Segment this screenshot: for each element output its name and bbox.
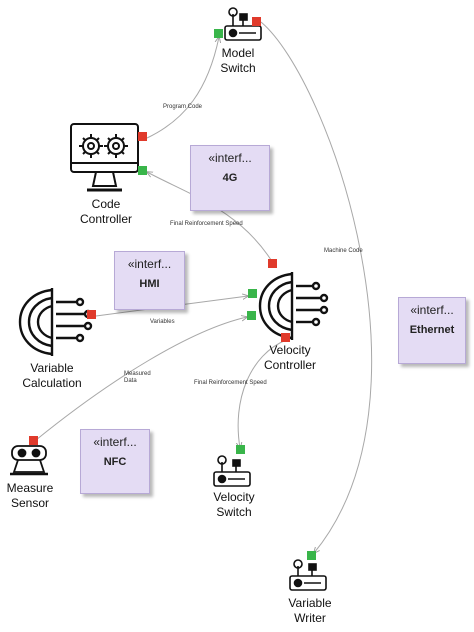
variable-calculation-label: Variable Calculation xyxy=(12,361,92,391)
velocity-controller-icon xyxy=(258,272,329,340)
edge-program-code[interactable] xyxy=(146,37,219,139)
edge-label-final-reinforcement-speed-1: Final Reinforcement Speed xyxy=(170,221,243,227)
interface-hmi-stereotype: «interf... xyxy=(127,257,172,271)
velocity-switch-icon xyxy=(213,455,251,487)
velocity-controller-in-port-2[interactable] xyxy=(247,311,256,320)
code-controller-out-port[interactable] xyxy=(138,132,147,141)
interface-4g-stereotype: «interf... xyxy=(208,151,252,165)
edge-final-reinforcement-speed-2[interactable] xyxy=(238,339,287,448)
variable-writer-icon xyxy=(289,559,327,591)
edge-label-variables: Variables xyxy=(150,319,175,325)
variable-writer-in-port[interactable] xyxy=(307,551,316,560)
code-controller-in-port[interactable] xyxy=(138,166,147,175)
interface-hmi[interactable]: «interf... HMI xyxy=(114,251,185,310)
edge-label-measured-data: Measured Data xyxy=(124,371,151,385)
velocity-controller-label-line1: Velocity xyxy=(269,343,311,357)
variable-writer-label: Variable Writer xyxy=(270,596,350,626)
variable-calculation-label-line2: Calculation xyxy=(22,376,82,390)
edge-label-measured-data-line1: Measured xyxy=(124,371,151,377)
measure-sensor-out-port[interactable] xyxy=(29,436,38,445)
code-controller-label-line1: Code xyxy=(91,197,121,211)
interface-ethernet[interactable]: «interf... Ethernet xyxy=(398,297,466,364)
interface-4g[interactable]: «interf... 4G xyxy=(190,145,270,211)
model-switch-icon xyxy=(224,7,262,41)
edge-label-measured-data-line2: Data xyxy=(124,378,137,384)
velocity-controller-label-line2: Controller xyxy=(263,358,317,372)
edge-label-program-code: Program Code xyxy=(163,104,203,110)
edge-label-final-reinforcement-speed-2: Final Reinforcement Speed xyxy=(194,380,267,386)
velocity-controller-in-port-1[interactable] xyxy=(248,289,257,298)
code-controller-label: Code Controller xyxy=(66,197,146,227)
edge-machine-code[interactable] xyxy=(260,21,373,553)
variable-calculation-label-line1: Variable xyxy=(30,361,74,375)
code-controller-icon xyxy=(70,123,139,192)
measure-sensor-label-line1: Measure xyxy=(6,481,54,495)
variable-writer-label-line2: Writer xyxy=(294,611,326,625)
measure-sensor-label-line2: Sensor xyxy=(10,496,50,510)
velocity-switch-label: Velocity Switch xyxy=(194,490,274,520)
measure-sensor-icon xyxy=(10,445,48,476)
interface-ethernet-stereotype: «interf... xyxy=(410,303,454,317)
variable-calculation-out-port[interactable] xyxy=(87,310,96,319)
edge-label-machine-code: Machine Code xyxy=(324,248,363,254)
model-switch-label: Model Switch xyxy=(202,46,274,76)
variable-writer-label-line1: Variable xyxy=(288,596,332,610)
model-switch-in-port[interactable] xyxy=(214,29,223,38)
interface-hmi-name: HMI xyxy=(139,278,160,290)
interface-ethernet-name: Ethernet xyxy=(409,324,455,336)
velocity-controller-label: Velocity Controller xyxy=(250,343,330,373)
velocity-switch-in-port[interactable] xyxy=(236,445,245,454)
interface-nfc-name: NFC xyxy=(103,456,127,468)
model-switch-out-port[interactable] xyxy=(252,17,261,26)
velocity-controller-out-port-top[interactable] xyxy=(268,259,277,268)
interface-nfc[interactable]: «interf... NFC xyxy=(80,429,150,494)
variable-calculation-icon xyxy=(18,288,93,356)
model-switch-label-line1: Model xyxy=(221,46,255,60)
interface-4g-name: 4G xyxy=(222,172,238,184)
velocity-switch-label-line2: Switch xyxy=(216,505,252,519)
edge-measured-data[interactable] xyxy=(35,317,247,441)
measure-sensor-label: Measure Sensor xyxy=(0,481,62,511)
velocity-switch-label-line1: Velocity xyxy=(213,490,255,504)
velocity-controller-out-port-bottom[interactable] xyxy=(281,333,290,342)
code-controller-label-line2: Controller xyxy=(79,212,133,226)
interface-nfc-stereotype: «interf... xyxy=(93,435,137,449)
model-switch-label-line2: Switch xyxy=(220,61,256,75)
